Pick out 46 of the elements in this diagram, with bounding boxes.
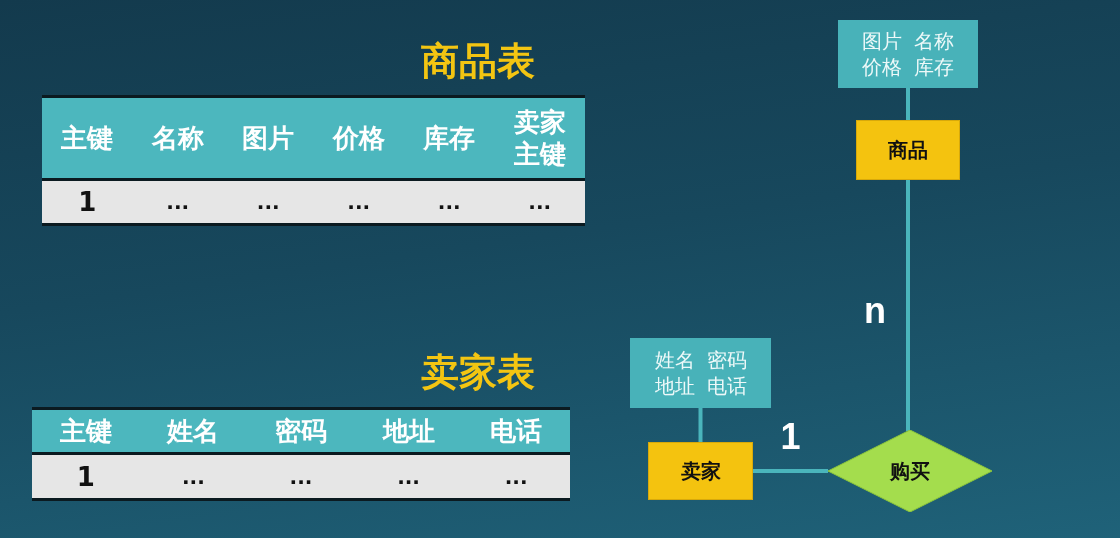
cardinality-label: 1 xyxy=(780,419,801,455)
attribute-name: 电话 xyxy=(706,374,747,398)
table-cell: 1 xyxy=(32,453,140,500)
attribute-name: 姓名 xyxy=(654,348,695,372)
attribute-name: 库存 xyxy=(914,55,954,79)
header-cell: 名称 xyxy=(132,96,223,180)
connector-line xyxy=(906,88,910,120)
header-cell: 图片 xyxy=(223,96,314,180)
cardinality-label: n xyxy=(864,292,886,329)
header-cell: 密码 xyxy=(247,408,355,454)
table-cell: ... xyxy=(139,453,248,500)
attribute-name: 价格 xyxy=(862,55,902,79)
attribute-name: 地址 xyxy=(654,374,695,398)
table-title: 商品表 xyxy=(421,42,535,82)
entity-box xyxy=(856,120,960,180)
header-cell: 卖家主键 xyxy=(494,96,585,180)
table-title: 卖家表 xyxy=(421,353,535,393)
header-cell: 地址 xyxy=(354,408,463,454)
attribute-name: 图片 xyxy=(862,29,902,53)
connector-line xyxy=(906,180,910,431)
table-cell: 1 xyxy=(42,179,133,225)
table-cell: ... xyxy=(462,453,570,500)
attribute-name: 密码 xyxy=(706,348,747,372)
table-cell: ... xyxy=(313,179,404,225)
entity-box xyxy=(648,442,753,500)
table-cell: ... xyxy=(223,179,314,225)
connector-line xyxy=(698,408,703,442)
attribute-box xyxy=(630,338,771,408)
table-cell: ... xyxy=(404,179,495,225)
table-cell: ... xyxy=(247,453,355,500)
header-cell: 库存 xyxy=(404,96,495,180)
header-cell: 价格 xyxy=(313,96,404,180)
attribute-name: 名称 xyxy=(914,29,954,53)
entity-name: 卖家 xyxy=(680,457,721,485)
header-cell: 电话 xyxy=(462,408,570,454)
relationship-diamond xyxy=(828,430,992,512)
relationship-name: 购买 xyxy=(890,457,930,485)
header-cell: 主键 xyxy=(32,408,140,454)
header-cell: 姓名 xyxy=(139,408,248,454)
table-cell: ... xyxy=(494,179,585,225)
attribute-box xyxy=(838,20,978,88)
header-cell: 主键 xyxy=(42,96,133,180)
connector-line xyxy=(753,469,828,473)
table-cell: ... xyxy=(132,179,223,225)
entity-name: 商品 xyxy=(888,136,928,164)
table-cell: ... xyxy=(354,453,463,500)
